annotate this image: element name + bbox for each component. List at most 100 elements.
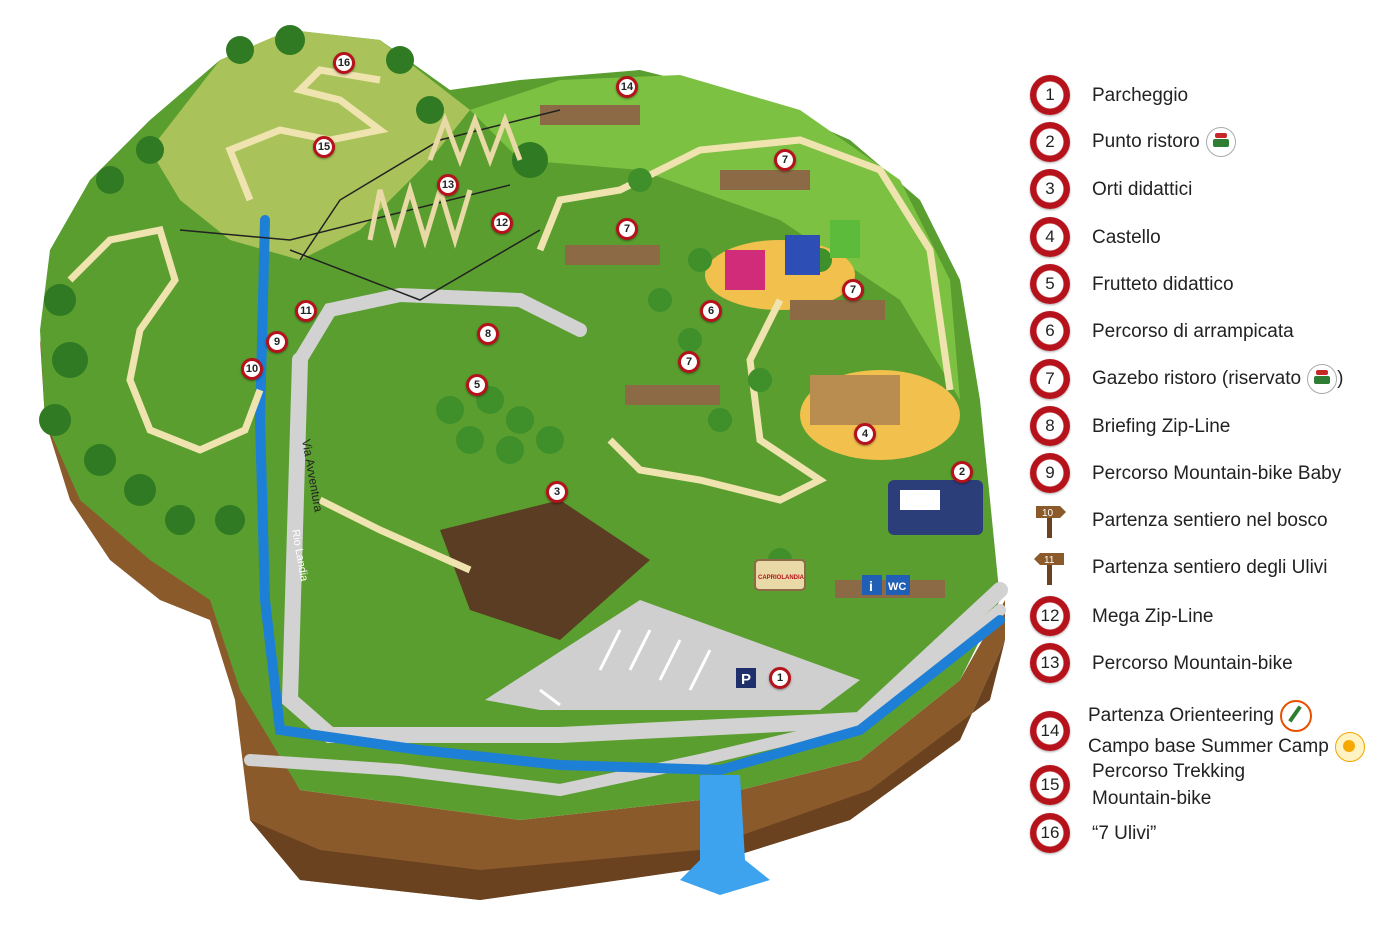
legend-badge: 4 xyxy=(1030,217,1070,257)
legend-label-wrap: Percorso Trekking Mountain-bike xyxy=(1092,758,1245,812)
parking-sign xyxy=(736,668,756,688)
forest-path xyxy=(67,225,264,454)
map-marker-7[interactable]: 7 xyxy=(842,279,864,301)
legend-label: Punto ristoro xyxy=(1092,131,1200,153)
legend-badge: 12 xyxy=(1030,596,1070,636)
legend-item-13[interactable]: 13 Percorso Mountain-bike xyxy=(1030,643,1293,683)
map-marker-16[interactable]: 16 xyxy=(333,52,355,74)
map-marker-4[interactable]: 4 xyxy=(854,423,876,445)
legend-label: Percorso Mountain-bike xyxy=(1092,652,1293,674)
climbing-wall xyxy=(725,250,765,290)
zip-line-cable xyxy=(289,229,541,301)
legend-badge: 15 xyxy=(1030,765,1070,805)
legend-label: Castello xyxy=(1092,226,1161,248)
legend-badge: 2 xyxy=(1030,122,1070,162)
map-marker-13[interactable]: 13 xyxy=(437,174,459,196)
map-marker-3[interactable]: 3 xyxy=(546,481,568,503)
legend-item-4[interactable]: 4 Castello xyxy=(1030,217,1161,257)
map-marker-5[interactable]: 5 xyxy=(466,374,488,396)
map-illustration: P i WC CAPRIOLANDIA Via Avventura Rio La… xyxy=(39,25,1008,900)
climbing-wall xyxy=(830,220,860,258)
park-map: P i WC CAPRIOLANDIA Via Avventura Rio La… xyxy=(39,25,1008,900)
compass-icon xyxy=(1279,700,1312,732)
legend-item-9[interactable]: 9 Percorso Mountain-bike Baby xyxy=(1030,453,1341,493)
legend-badge: 6 xyxy=(1030,311,1070,351)
legend-label: Partenza Orienteering xyxy=(1088,705,1274,727)
parking-stripes xyxy=(539,629,712,707)
garden-path xyxy=(318,496,472,574)
trail-sign-icon: 10 xyxy=(1030,500,1070,540)
legend-item-12[interactable]: 12 Mega Zip-Line xyxy=(1030,596,1213,636)
map-marker-10[interactable]: 10 xyxy=(241,358,263,380)
legend-item-8[interactable]: 8 Briefing Zip-Line xyxy=(1030,406,1230,446)
legend-label-wrap: Punto ristoro xyxy=(1092,127,1236,157)
legend-badge: 7 xyxy=(1030,359,1070,399)
map-marker-7[interactable]: 7 xyxy=(678,351,700,373)
trekking-path xyxy=(225,66,389,202)
hill-meadow xyxy=(150,30,470,260)
parking-symbol: P xyxy=(741,671,751,688)
map-marker-11[interactable]: 11 xyxy=(295,300,317,322)
legend-label: Gazebo ristoro (riservato xyxy=(1092,368,1302,390)
legend-label: “7 Ulivi” xyxy=(1092,822,1157,844)
legend-label-wrap: Gazebo ristoro (riservato) xyxy=(1092,364,1343,394)
climbing-wall xyxy=(785,235,820,275)
legend-label: Percorso Trekking xyxy=(1092,761,1246,782)
legend-badge: 14 xyxy=(1030,711,1070,751)
map-marker-7[interactable]: 7 xyxy=(774,149,796,171)
waterfall xyxy=(680,775,770,895)
legend-label: Frutteto didattico xyxy=(1092,273,1234,295)
map-marker-1[interactable]: 1 xyxy=(769,667,791,689)
legend-item-3[interactable]: 3 Orti didattici xyxy=(1030,169,1192,209)
map-marker-9[interactable]: 9 xyxy=(266,331,288,353)
legend-label: Percorso di arrampicata xyxy=(1092,320,1294,342)
cliff-shadow xyxy=(250,640,1005,900)
vegetable-garden xyxy=(440,500,650,640)
map-marker-2[interactable]: 2 xyxy=(951,461,973,483)
wc-sign xyxy=(886,575,910,595)
legend-badge: 1 xyxy=(1030,75,1070,115)
legend-item-11[interactable]: 11 Partenza sentiero degli Ulivi xyxy=(1030,547,1328,587)
legend-item-16[interactable]: 16 “7 Ulivi” xyxy=(1030,813,1156,853)
legend-label: Partenza sentiero nel bosco xyxy=(1092,509,1328,531)
legend-item-2[interactable]: 2 Punto ristoro xyxy=(1030,122,1236,162)
field-path xyxy=(536,136,954,391)
legend-item-10[interactable]: 10 Partenza sentiero nel bosco xyxy=(1030,500,1328,540)
legend-item-15[interactable]: 15 Percorso Trekking Mountain-bike xyxy=(1030,758,1245,812)
legend-badge: 5 xyxy=(1030,264,1070,304)
legend-label: Partenza sentiero degli Ulivi xyxy=(1092,556,1328,578)
legend-label-suffix: ) xyxy=(1337,368,1344,390)
legend-item-1[interactable]: 1 Parcheggio xyxy=(1030,75,1188,115)
wc-symbol: WC xyxy=(888,581,906,593)
legend-label-line2: Mountain-bike xyxy=(1092,788,1212,809)
legend-badge: 9 xyxy=(1030,453,1070,493)
map-marker-7[interactable]: 7 xyxy=(616,218,638,240)
orchard-trees xyxy=(436,168,832,572)
map-marker-6[interactable]: 6 xyxy=(700,300,722,322)
trail-sign-number: 10 xyxy=(1042,508,1054,519)
legend-badge: 3 xyxy=(1030,169,1070,209)
legend-item-5[interactable]: 5 Frutteto didattico xyxy=(1030,264,1234,304)
legend-item-7[interactable]: 7 Gazebo ristoro (riservato) xyxy=(1030,359,1343,399)
trail-sign-number: 11 xyxy=(1044,555,1055,566)
info-symbol: i xyxy=(869,578,873,594)
food-truck-window xyxy=(900,490,940,510)
legend-label-wrap: Partenza Orienteering Campo base Summer … xyxy=(1088,700,1365,762)
legend-label: Mega Zip-Line xyxy=(1092,605,1214,627)
legend-badge: 16 xyxy=(1030,813,1070,853)
road xyxy=(281,352,1008,743)
map-marker-8[interactable]: 8 xyxy=(477,323,499,345)
river xyxy=(254,215,1005,776)
road-top xyxy=(293,287,587,367)
legend-item-14[interactable]: 14 Partenza Orienteering Campo base Summ… xyxy=(1030,700,1365,762)
legend-label: Briefing Zip-Line xyxy=(1092,415,1231,437)
food-icon xyxy=(1307,364,1338,394)
legend-item-6[interactable]: 6 Percorso di arrampicata xyxy=(1030,311,1294,351)
sun-icon xyxy=(1334,732,1365,762)
legend-badge: 8 xyxy=(1030,406,1070,446)
legend-label: Percorso Mountain-bike Baby xyxy=(1092,462,1342,484)
map-marker-15[interactable]: 15 xyxy=(313,136,335,158)
map-marker-12[interactable]: 12 xyxy=(491,212,513,234)
legend-badge: 13 xyxy=(1030,643,1070,683)
map-marker-14[interactable]: 14 xyxy=(616,76,638,98)
